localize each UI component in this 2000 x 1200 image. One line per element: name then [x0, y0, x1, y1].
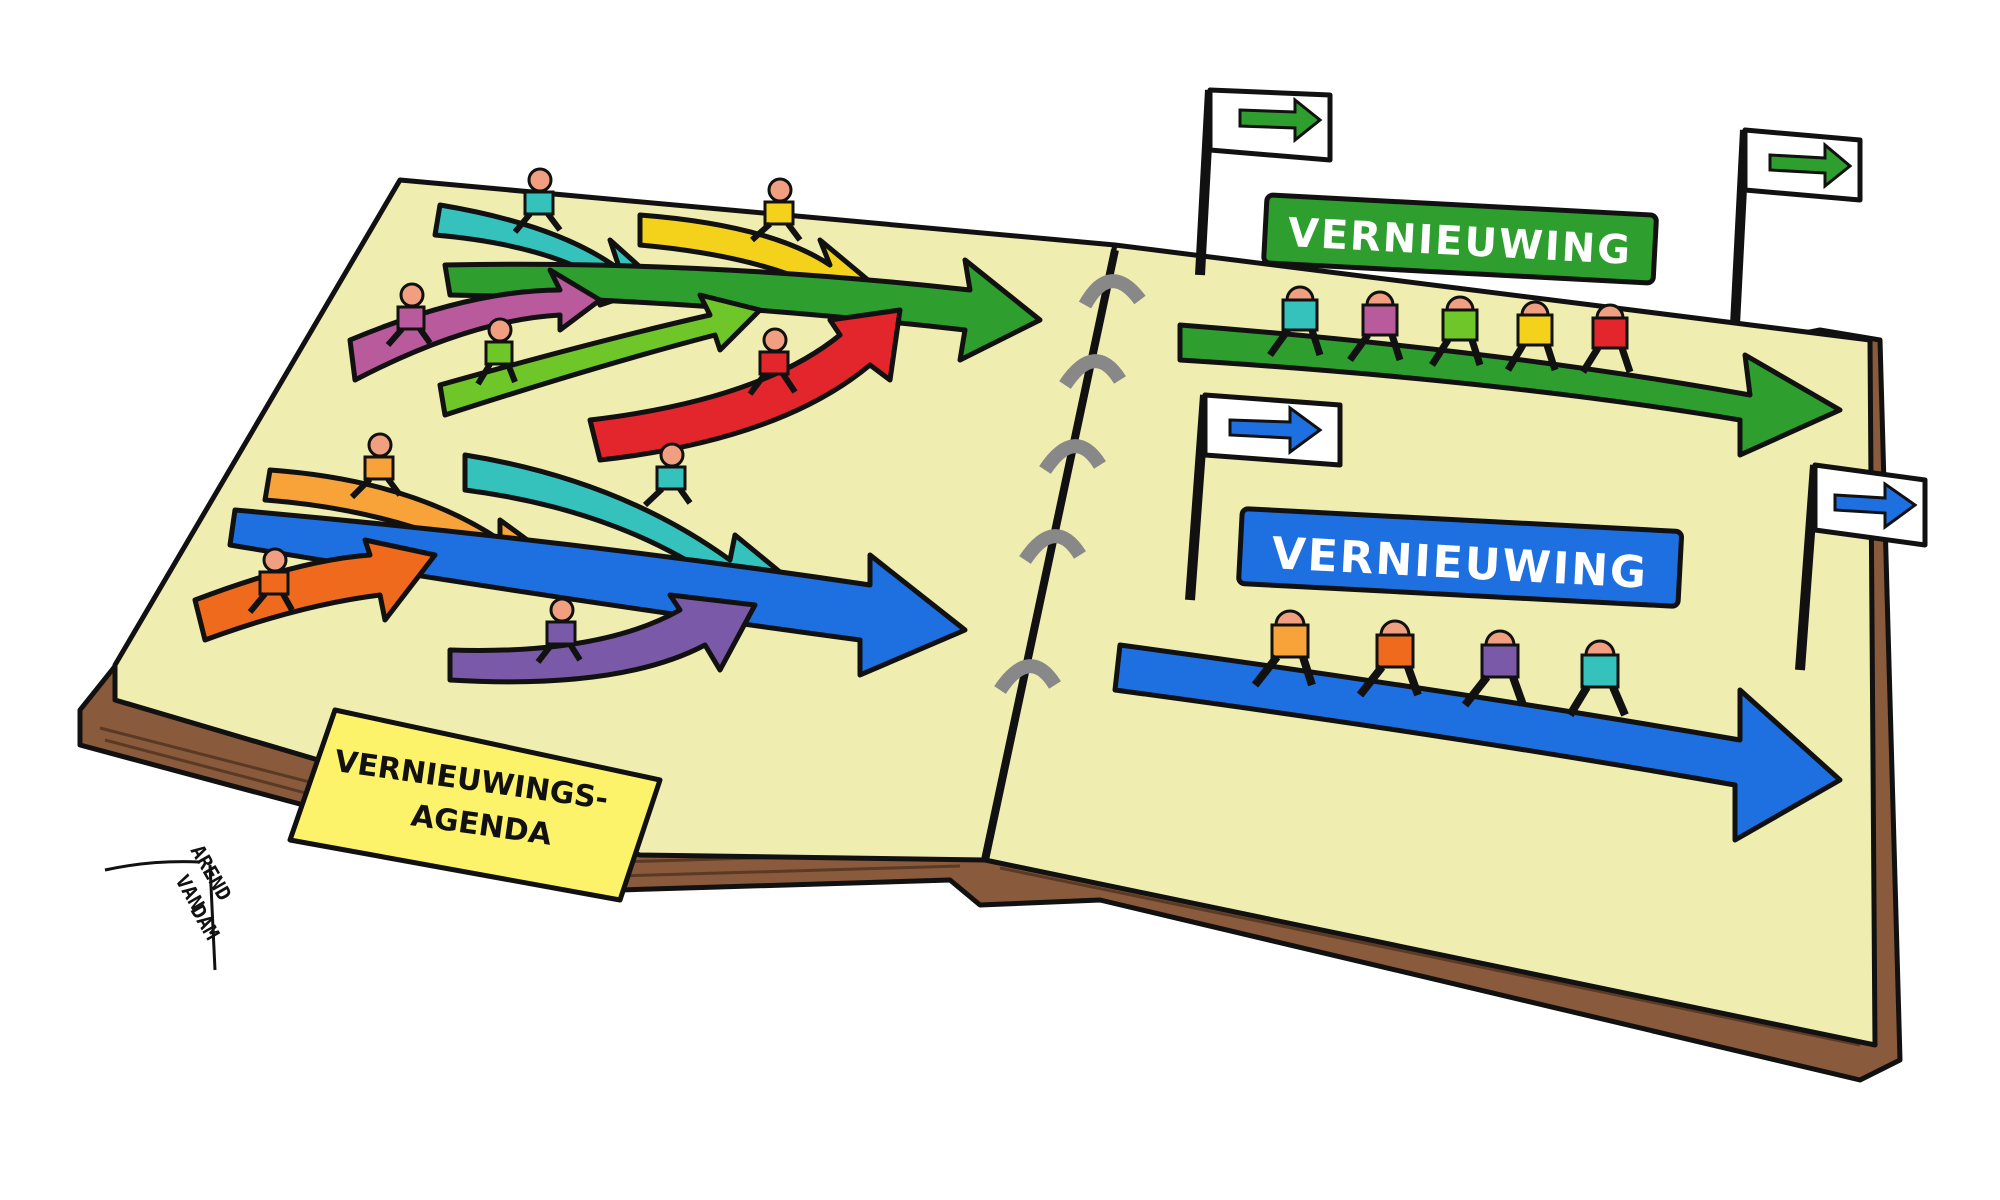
binder-rings: [994, 274, 1146, 695]
carrier-figure: [1429, 295, 1484, 367]
carrier-figure: [1267, 285, 1324, 358]
left-bottom-arrows: [192, 452, 968, 685]
pink-arrow: [347, 267, 603, 383]
green-arrow-icon: [1238, 96, 1323, 144]
blue-arrow-right: [1112, 642, 1843, 843]
flag-mid-left: [1185, 392, 1343, 601]
runner-figure: [247, 547, 295, 614]
agenda-tab: VERNIEUWINGS- AGENDA: [287, 707, 663, 903]
carrier-figure: [1347, 290, 1404, 363]
carrier-figure: [1566, 639, 1629, 718]
banner-carriers-blue: [1251, 609, 1629, 718]
runner-figure: [750, 177, 803, 243]
artist-signature: AREND VAN DAM: [104, 841, 237, 971]
blue-banner: [1236, 506, 1684, 609]
carrier-figure: [1251, 609, 1316, 688]
runner-figure: [349, 432, 403, 500]
flag-top-left: [1195, 87, 1333, 276]
green-banner-group: VERNIEUWING: [1261, 192, 1659, 374]
banner-carriers-green: [1267, 285, 1634, 374]
book-spine: [981, 249, 1119, 861]
runner-figure: [535, 597, 583, 664]
blue-arrow-icon: [1228, 405, 1323, 455]
green-arrow-icon: [1768, 141, 1853, 190]
runner-figure: [385, 282, 433, 347]
carrier-figure: [1356, 619, 1422, 698]
agenda-tab-shape: [287, 707, 663, 903]
runner-figure: [475, 317, 518, 386]
runner-figure: [747, 327, 798, 396]
green-arrow-long: [442, 257, 1043, 363]
running-figures: [247, 167, 803, 664]
green-banner: [1261, 192, 1659, 286]
lime-arrow: [437, 292, 763, 418]
left-top-arrows: [347, 202, 1043, 463]
blue-arrow-icon: [1833, 481, 1918, 530]
carrier-figure: [1504, 300, 1559, 372]
flags: [1185, 87, 1928, 671]
carrier-figure: [1461, 629, 1527, 708]
runner-figure: [512, 167, 563, 234]
flag-mid-right: [1795, 462, 1928, 671]
blue-banner-group: VERNIEUWING: [1236, 506, 1684, 718]
runner-figure: [642, 442, 693, 508]
red-arrow: [587, 307, 903, 463]
flag-top-right: [1730, 127, 1863, 326]
carrier-figure: [1580, 303, 1634, 374]
